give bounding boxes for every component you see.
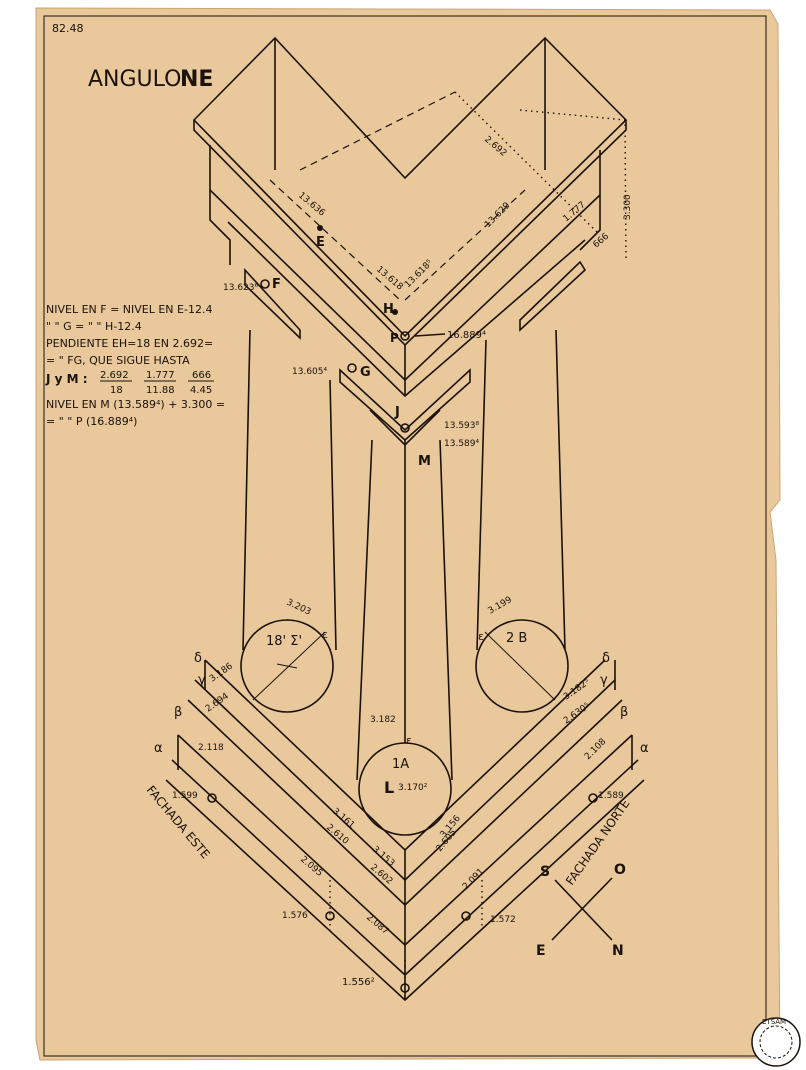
dim-3300: 3.300 xyxy=(623,194,633,220)
level-J: 13.593⁸ xyxy=(444,421,479,431)
level-right-base: 1.589 xyxy=(598,791,624,801)
level-F: 13.623⁶ xyxy=(223,283,258,293)
note-line-1: NIVEL EN F = NIVEL EN E-12.4 xyxy=(46,303,212,316)
frac2-num: 1.777 xyxy=(146,370,175,381)
sheet-title-right: NE xyxy=(180,67,213,92)
column-1a-level: 3.182 xyxy=(370,715,396,725)
frac1-den: 18 xyxy=(110,385,123,396)
etsam-stamp: ETSAM xyxy=(751,1017,801,1067)
paper xyxy=(35,7,781,1061)
gamma-left: γ xyxy=(198,673,206,688)
column-shafts xyxy=(242,329,566,781)
level-b-bottom: 1.556² xyxy=(342,977,375,988)
column-2b-circle xyxy=(475,619,569,713)
note-line-6: NIVEL EN M (13.589⁴) + 3.300 = xyxy=(46,398,225,411)
note-line-3: PENDIENTE EH=18 EN 2.692= xyxy=(46,337,213,350)
capital-block xyxy=(192,36,628,447)
epsilon-1a: ε xyxy=(406,734,412,747)
notes-block: NIVEL EN F = NIVEL EN E-12.4 " " G = " "… xyxy=(45,303,225,428)
compass-rose: S O E N xyxy=(536,862,626,959)
level-b-right: 1.572 xyxy=(490,915,516,925)
compass-E: E xyxy=(536,943,546,959)
point-G: G xyxy=(360,365,371,380)
point-J: J xyxy=(394,405,400,420)
sheet-title-left: ANGULO xyxy=(88,67,181,92)
column-2b-label: 2 B xyxy=(506,631,527,646)
point-P: P xyxy=(390,331,399,345)
point-E: E xyxy=(316,235,325,250)
point-M: M xyxy=(418,454,431,469)
delta-right: δ xyxy=(602,651,610,666)
gamma-right: γ xyxy=(600,673,608,688)
frac2-den: 11.88 xyxy=(146,385,175,396)
border-frame xyxy=(43,15,767,1057)
note-line-4: = " FG, QUE SIGUE HASTA xyxy=(46,354,190,367)
column-18-label: 18' Σ' xyxy=(266,634,302,649)
column-1a-circle xyxy=(358,742,452,836)
point-F: F xyxy=(272,277,281,292)
note-line-7: = " " P (16.889⁴) xyxy=(46,415,137,428)
level-L: 3.170² xyxy=(398,783,428,793)
epsilon-18: ε xyxy=(322,628,328,641)
compass-O: O xyxy=(614,862,626,878)
point-L: L xyxy=(384,778,394,797)
frac3-num: 666 xyxy=(192,370,211,381)
note-line-2: " " G = " " H-12.4 xyxy=(46,320,142,333)
alpha-left: α xyxy=(154,741,163,756)
archive-number: 82.48 xyxy=(52,22,84,35)
level-left-base: 1.599 xyxy=(172,791,198,801)
level-G: 13.605⁴ xyxy=(292,367,327,377)
stamp-text: ETSAM xyxy=(762,1018,786,1026)
compass-N: N xyxy=(612,943,624,959)
column-1a-label: 1A xyxy=(392,757,409,772)
level-b-left: 1.576 xyxy=(282,911,308,921)
plinth-steps xyxy=(165,659,645,1002)
point-H: H xyxy=(383,302,394,317)
beta-left: β xyxy=(174,705,182,720)
delta-left: δ xyxy=(194,651,202,666)
level-left-alpha: 2.118 xyxy=(198,743,224,753)
epsilon-2b: ε xyxy=(478,630,484,643)
alpha-right: α xyxy=(640,741,649,756)
note-line-5a: J y M : xyxy=(45,372,88,386)
beta-right: β xyxy=(620,705,628,720)
level-P: 16.889⁴ xyxy=(447,330,486,341)
frac3-den: 4.45 xyxy=(190,385,212,396)
level-M: 13.589⁴ xyxy=(444,439,479,449)
compass-S: S xyxy=(540,864,550,880)
frac1-num: 2.692 xyxy=(100,370,129,381)
